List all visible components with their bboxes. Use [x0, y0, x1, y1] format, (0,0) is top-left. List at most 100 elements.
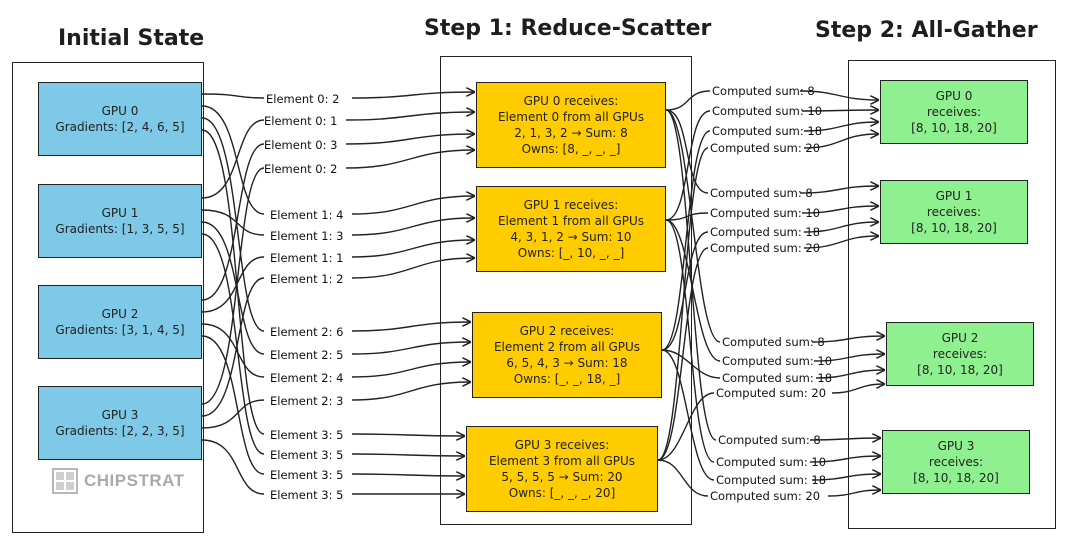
gather-arrow: [813, 354, 884, 362]
sum-wire: [665, 219, 715, 463]
element-label: Element 3: 5: [270, 448, 344, 462]
element-label: Element 1: 2: [270, 272, 344, 286]
rs-line1: GPU 2 receives:: [519, 324, 615, 338]
all-gather-frame: [848, 60, 1056, 529]
computed-sum-label: Computed sum: 8: [718, 433, 821, 447]
all-gather-gpu-1: GPU 1 receives: [8, 10, 18, 20]: [880, 180, 1028, 244]
sum-wire: [657, 247, 709, 461]
initial-gpu-3: GPU 3 Gradients: [2, 2, 3, 5]: [38, 386, 202, 460]
computed-sum-label: Computed sum: 20: [710, 141, 821, 155]
computed-sum-label: Computed sum: 20: [710, 489, 821, 503]
sum-wire: [657, 392, 715, 461]
element-label: Element 0: 2: [264, 162, 338, 176]
element-arrow: [351, 218, 474, 236]
sum-wire: [657, 459, 709, 497]
element-arrow: [345, 134, 474, 145]
all-gather-gpu-3: GPU 3 receives: [8, 10, 18, 20]: [882, 430, 1030, 494]
sum-wire: [661, 349, 715, 481]
gradient-wire: [201, 323, 265, 378]
gradient-wire: [201, 209, 265, 236]
sum-wire: [665, 90, 711, 111]
gpu-gradients: Gradients: [2, 2, 3, 5]: [55, 424, 185, 438]
element-arrow: [351, 258, 474, 279]
rs-line3: 2, 1, 3, 2 → Sum: 8: [514, 126, 628, 140]
gather-arrow: [803, 236, 878, 249]
computed-sum-label: Computed sum: 10: [710, 206, 821, 220]
rs-line4: Owns: [_, 10, _, _]: [517, 246, 625, 260]
element-label: Element 2: 4: [270, 371, 344, 385]
rs-line2: Element 1 from all GPUs: [497, 214, 645, 228]
gather-arrow: [827, 490, 880, 497]
ag-receives: receives:: [932, 347, 988, 361]
ag-values: [8, 10, 18, 20]: [913, 471, 999, 485]
element-arrow: [351, 342, 470, 355]
gradient-wire: [201, 399, 265, 429]
gpu-name: GPU 3: [101, 408, 139, 422]
sum-wire: [661, 130, 711, 351]
ag-name: GPU 2: [941, 331, 979, 345]
gpu-gradients: Gradients: [2, 4, 6, 5]: [55, 120, 185, 134]
gather-arrow: [801, 206, 878, 214]
rs-line4: Owns: [_, _, _, 20]: [508, 486, 616, 500]
gradient-wire: [201, 439, 265, 495]
rs-line3: 4, 3, 1, 2 → Sum: 10: [510, 230, 632, 244]
gather-arrow: [801, 110, 878, 111]
rs-line1: GPU 1 receives:: [523, 198, 619, 212]
gather-arrow: [803, 122, 878, 132]
ag-values: [8, 10, 18, 20]: [911, 121, 997, 135]
sum-wire: [665, 110, 711, 221]
element-label: Element 2: 3: [270, 394, 344, 408]
ag-name: GPU 3: [937, 439, 975, 453]
element-arrow: [351, 196, 474, 215]
gradient-wire: [201, 143, 265, 301]
gpu-gradients: Gradients: [3, 1, 4, 5]: [55, 323, 185, 337]
gradient-wire: [201, 335, 265, 475]
computed-sum-label: Computed sum: 18: [712, 124, 823, 138]
element-label: Element 0: 2: [266, 92, 340, 106]
all-gather-title: Step 2: All-Gather: [815, 18, 1038, 43]
element-arrow: [351, 240, 474, 258]
element-label: Element 0: 1: [264, 114, 338, 128]
computed-sum-label: Computed sum: 18: [722, 371, 833, 385]
sum-wire: [665, 109, 721, 343]
computed-sum-label: Computed sum: 8: [722, 335, 825, 349]
rs-line4: Owns: [_, _, 18, _]: [513, 372, 621, 386]
gpu-name: GPU 1: [101, 206, 139, 220]
computed-sum-label: Computed sum: 18: [710, 225, 821, 239]
gather-arrow: [809, 438, 880, 440]
gpu-name: GPU 2: [101, 307, 139, 321]
initial-gpu-2: GPU 2 Gradients: [3, 1, 4, 5]: [38, 285, 202, 359]
computed-sum-label: Computed sum: 8: [712, 84, 815, 98]
sum-wire: [665, 109, 709, 194]
sum-wire: [665, 219, 721, 362]
all-gather-gpu-2: GPU 2 receives: [8, 10, 18, 20]: [886, 322, 1034, 386]
gather-arrow: [809, 456, 880, 463]
gather-arrow: [799, 90, 878, 100]
element-label: Element 2: 6: [270, 325, 344, 339]
chipstrat-logo-icon: [52, 468, 78, 494]
rs-line3: 5, 5, 5, 5 → Sum: 20: [501, 470, 623, 484]
ag-receives: receives:: [928, 455, 984, 469]
reduce-scatter-gpu-0: GPU 0 receives: Element 0 from all GPUs …: [476, 82, 666, 168]
computed-sum-label: Computed sum: 8: [710, 186, 813, 200]
computed-sum-label: Computed sum: 18: [716, 473, 827, 487]
gradient-wire: [201, 277, 265, 417]
gradient-wire: [201, 93, 265, 99]
computed-sum-label: Computed sum: 10: [712, 104, 823, 118]
element-arrow: [351, 362, 470, 378]
rs-line1: GPU 3 receives:: [514, 438, 610, 452]
gradient-wire: [201, 119, 265, 199]
reduce-scatter-gpu-1: GPU 1 receives: Element 1 from all GPUs …: [476, 186, 666, 272]
initial-gpu-0: GPU 0 Gradients: [2, 4, 6, 5]: [38, 82, 202, 156]
gpu-gradients: Gradients: [1, 3, 5, 5]: [55, 222, 185, 236]
gather-arrow: [803, 222, 878, 233]
element-label: Element 1: 1: [270, 251, 344, 265]
rs-line1: GPU 0 receives:: [523, 94, 619, 108]
initial-state-frame: [12, 62, 204, 533]
element-label: Element 3: 5: [270, 428, 344, 442]
initial-state-title: Initial State: [58, 26, 205, 51]
element-label: Element 1: 4: [270, 208, 344, 222]
gpu-name: GPU 0: [101, 104, 139, 118]
ag-values: [8, 10, 18, 20]: [911, 221, 997, 235]
